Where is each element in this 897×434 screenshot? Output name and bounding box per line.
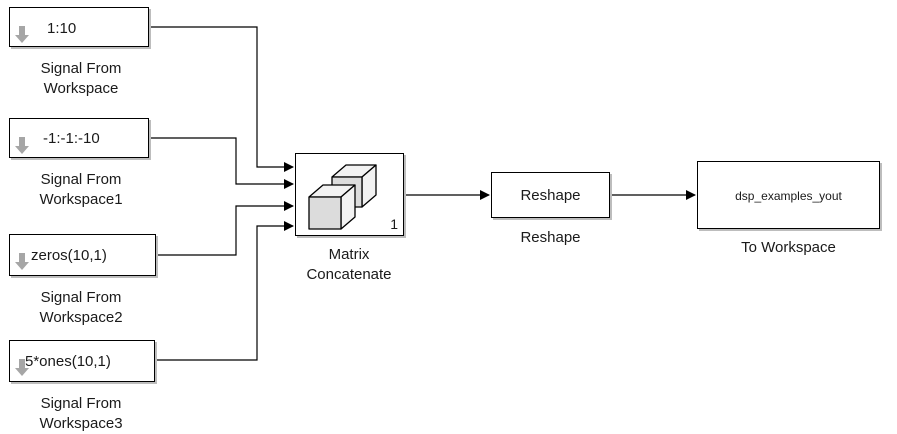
signal-line-src2-to-concat[interactable] xyxy=(149,137,294,189)
block-label: Signal From Workspace xyxy=(40,60,122,97)
block-label: Signal From Workspace2 xyxy=(39,289,123,326)
concatenate-dimension: 1 xyxy=(390,216,398,232)
to-workspace-block[interactable]: dsp_examples_yout xyxy=(697,161,880,229)
down-arrow-icon xyxy=(15,26,29,43)
signal-from-workspace3-block[interactable]: 5*ones(10,1) xyxy=(9,340,155,382)
block-label: Reshape xyxy=(520,229,581,246)
block-label: Matrix Concatenate xyxy=(306,246,392,283)
down-arrow-icon xyxy=(15,359,29,376)
down-arrow-icon xyxy=(15,253,29,270)
signal-from-workspace1-block[interactable]: -1:-1:-10 xyxy=(9,118,149,158)
block-parameter: zeros(10,1) xyxy=(31,247,107,264)
block-parameter: 5*ones(10,1) xyxy=(25,353,111,370)
reshape-block[interactable]: Reshape xyxy=(491,172,610,218)
matrix-concatenate-cubes-icon xyxy=(308,164,377,230)
block-parameter: Reshape xyxy=(520,187,581,204)
block-parameter: -1:-1:-10 xyxy=(43,130,100,147)
block-label: Signal From Workspace3 xyxy=(39,395,123,432)
block-label: To Workspace xyxy=(741,239,836,256)
block-label: Signal From Workspace1 xyxy=(39,171,123,208)
down-arrow-icon xyxy=(15,137,29,154)
signal-from-workspace2-block[interactable]: zeros(10,1) xyxy=(9,234,156,276)
signal-line-src4-to-concat[interactable] xyxy=(155,221,294,361)
signal-line-src1-to-concat[interactable] xyxy=(149,26,294,172)
block-parameter: dsp_examples_yout xyxy=(735,189,842,203)
signal-line-src3-to-concat[interactable] xyxy=(156,201,294,256)
signal-from-workspace-block[interactable]: 1:10 xyxy=(9,7,149,47)
matrix-concatenate-block[interactable]: 1 xyxy=(295,153,404,236)
block-parameter: 1:10 xyxy=(47,20,77,37)
